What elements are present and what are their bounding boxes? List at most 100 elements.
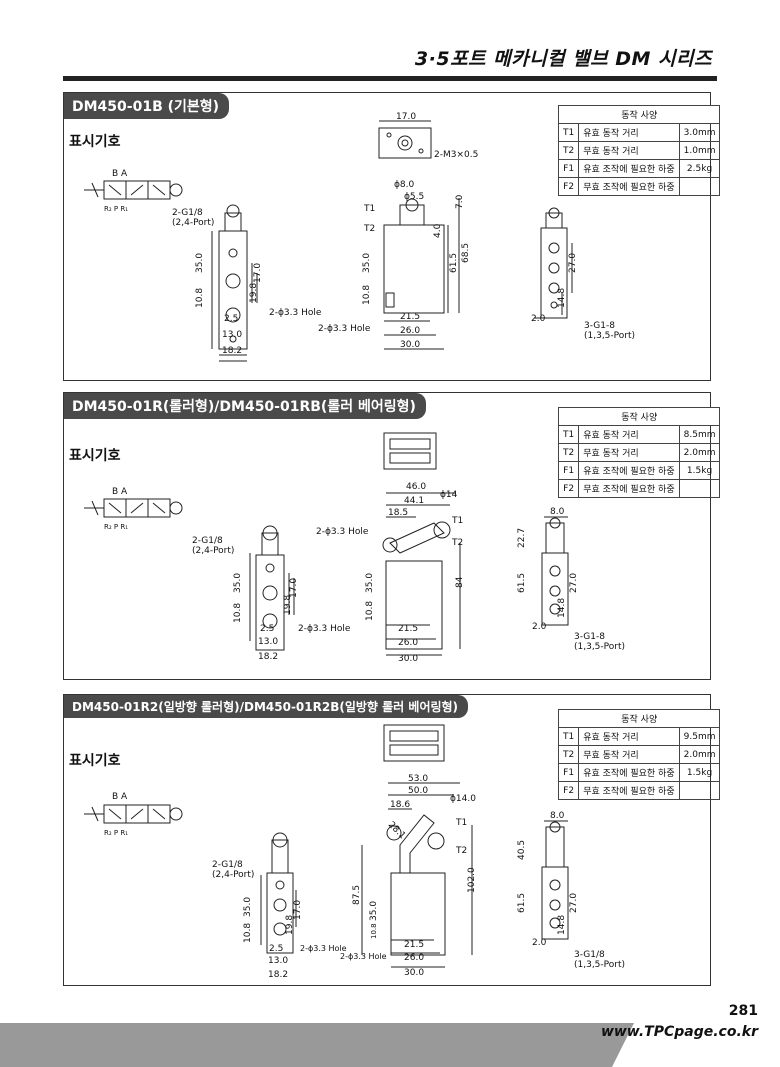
dim-label: 18.2 [268, 970, 288, 980]
front-view [361, 782, 473, 968]
footer-bar [0, 1023, 612, 1067]
dim-label: 10.8 [362, 285, 372, 305]
dim-label: T2 [451, 538, 463, 548]
page-number: 281 [728, 1003, 758, 1019]
dim-label: 10.8 [370, 923, 378, 939]
dim-label: 61.5 [517, 573, 527, 593]
symbol-label: 표시기호 [69, 134, 121, 150]
dim-label: 18.6 [390, 800, 410, 810]
dim-label: T2 [363, 224, 375, 234]
dim-label: 19.8 [249, 283, 259, 303]
dim-label: T1 [455, 818, 467, 828]
panel-title: DM450-01R2(일방향 롤러형)/DM450-01R2B(일방향 롤러 베… [64, 695, 469, 718]
dim-label: 2-ϕ3.3 Hole [316, 527, 369, 537]
svg-text:R₂ P R₁: R₂ P R₁ [104, 829, 128, 837]
dim-label: 50.0 [408, 786, 428, 796]
dim-label: 68.5 [461, 243, 471, 263]
footer-bar-edge [612, 1023, 634, 1067]
dim-label: 21.5 [400, 312, 420, 322]
dim-label: 26.0 [398, 638, 418, 648]
symbol-label: 표시기호 [69, 753, 121, 769]
top-view [383, 724, 445, 762]
dim-label: 3-G1/8(1,3,5-Port) [574, 950, 625, 970]
dim-label: ϕ14.0 [450, 794, 476, 804]
dim-label: 13.0 [258, 637, 278, 647]
dim-label: 17.0 [253, 263, 263, 283]
dim-label: 14.8 [557, 915, 567, 935]
dim-label: 2.5 [269, 944, 283, 954]
dim-label: 10.8 [365, 601, 375, 621]
dim-label: 17.0 [289, 578, 299, 598]
dim-label: 8.0 [550, 811, 565, 821]
dim-label: 21.5 [404, 940, 424, 950]
side-view [260, 832, 297, 954]
valve-symbol: B A R₂ P R₁ [84, 169, 183, 213]
dim-label: 2-ϕ3.3 Hole [318, 324, 371, 334]
dim-port-side: 2-G1/8(2,4-Port) [172, 208, 214, 228]
dim-label: 30.0 [404, 968, 424, 978]
dim-label: 2.5 [260, 624, 274, 634]
dim-label: 44.1 [404, 496, 424, 506]
end-view [534, 207, 573, 319]
dim-label: 3-G1-8(1,3,5-Port) [584, 321, 635, 341]
panel-roller: DM450-01R(롤러형)/DM450-01RB(롤러 베어링형) 표시기호 … [63, 392, 721, 680]
svg-text:R₂ P R₁: R₂ P R₁ [104, 205, 128, 213]
dim-label: 2.0 [532, 622, 547, 632]
dim-label: 19.8 [283, 595, 293, 615]
technical-drawing: B A R₂ P R₁ 2-G1/8(2,4-Port) 35.0 10.8 1… [84, 112, 635, 362]
dim-label: 102.0 [467, 867, 477, 893]
technical-drawing: B A R₂ P R₁ 2-G1/8(2,4-Port) 35.0 10.8 1… [84, 432, 625, 664]
dim-label: 18.2 [222, 346, 242, 356]
dim-label: T2 [455, 846, 467, 856]
dim-label: ϕ14 [440, 490, 458, 500]
dim-label: 2-ϕ3.3 Hole [269, 308, 322, 318]
dim-label: ϕ5.5 [404, 192, 424, 202]
dim-label: 30.0 [398, 654, 418, 664]
dim-label: 2.5 [224, 314, 238, 324]
dim-label: 87.5 [352, 885, 362, 905]
dim-label: 10.8 [233, 603, 243, 623]
dim-label: 3-G1-8(1,3,5-Port) [574, 632, 625, 652]
dim-label: 10.8 [243, 923, 253, 943]
dim-label: 8.0 [550, 507, 565, 517]
dim-label: 18.5 [388, 508, 408, 518]
dim-label: 17.0 [396, 112, 416, 122]
dim-label: 26.0 [400, 326, 420, 336]
dim-label: 19.8 [285, 915, 295, 935]
technical-drawing: B A R₂ P R₁ 2-G1/8(2,4-Port) 35.0 10.8 1… [84, 724, 625, 980]
front-view [382, 492, 461, 656]
dim-label: 7.0 [455, 194, 465, 209]
dim-label: 35.0 [365, 573, 375, 593]
dim-label: T1 [451, 516, 463, 526]
dim-label: 2-G1/8(2,4-Port) [212, 860, 254, 880]
dim-label: 2-ϕ3.3 Hole [298, 624, 351, 634]
dim-label: 4.0 [433, 223, 443, 238]
dim-label: 2-ϕ3.3 Hole [300, 944, 347, 953]
dim-label: 18.2 [258, 652, 278, 662]
site-url[interactable]: www.TPCpage.co.kr [600, 1024, 758, 1040]
end-view [541, 820, 569, 940]
top-view [378, 120, 432, 159]
panel-title: DM450-01R(롤러형)/DM450-01RB(롤러 베어링형) [64, 393, 426, 419]
dim-label: 2-ϕ3.3 Hole [340, 952, 387, 961]
dim-label: 2.0 [531, 314, 546, 324]
svg-text:R₂ P R₁: R₂ P R₁ [104, 523, 128, 531]
dim-label: 27.0 [569, 573, 579, 593]
dim-label: 13.0 [222, 330, 242, 340]
dim-label: 35.0 [362, 253, 372, 273]
symbol-label: 표시기호 [69, 448, 121, 464]
dim-label: 13.0 [268, 956, 288, 966]
dim-label: 27.0 [568, 253, 578, 273]
svg-text:B A: B A [112, 487, 128, 497]
dim-label: 40.5 [517, 840, 527, 860]
dim-label: 35.0 [233, 573, 243, 593]
